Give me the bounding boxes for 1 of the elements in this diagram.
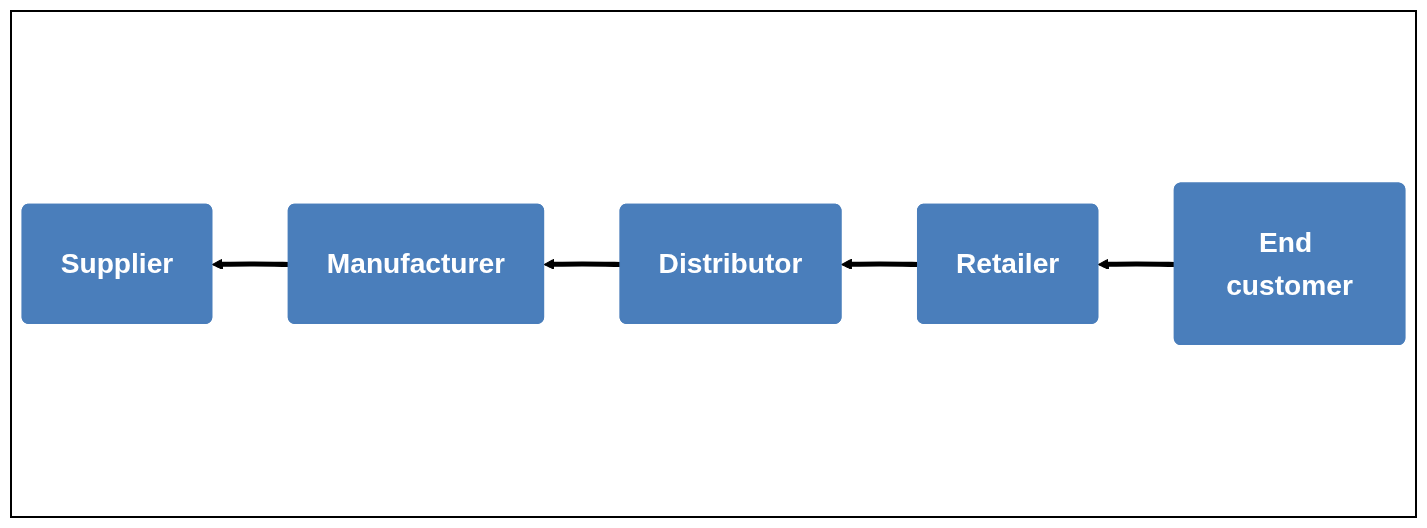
arrow: [543, 258, 621, 271]
